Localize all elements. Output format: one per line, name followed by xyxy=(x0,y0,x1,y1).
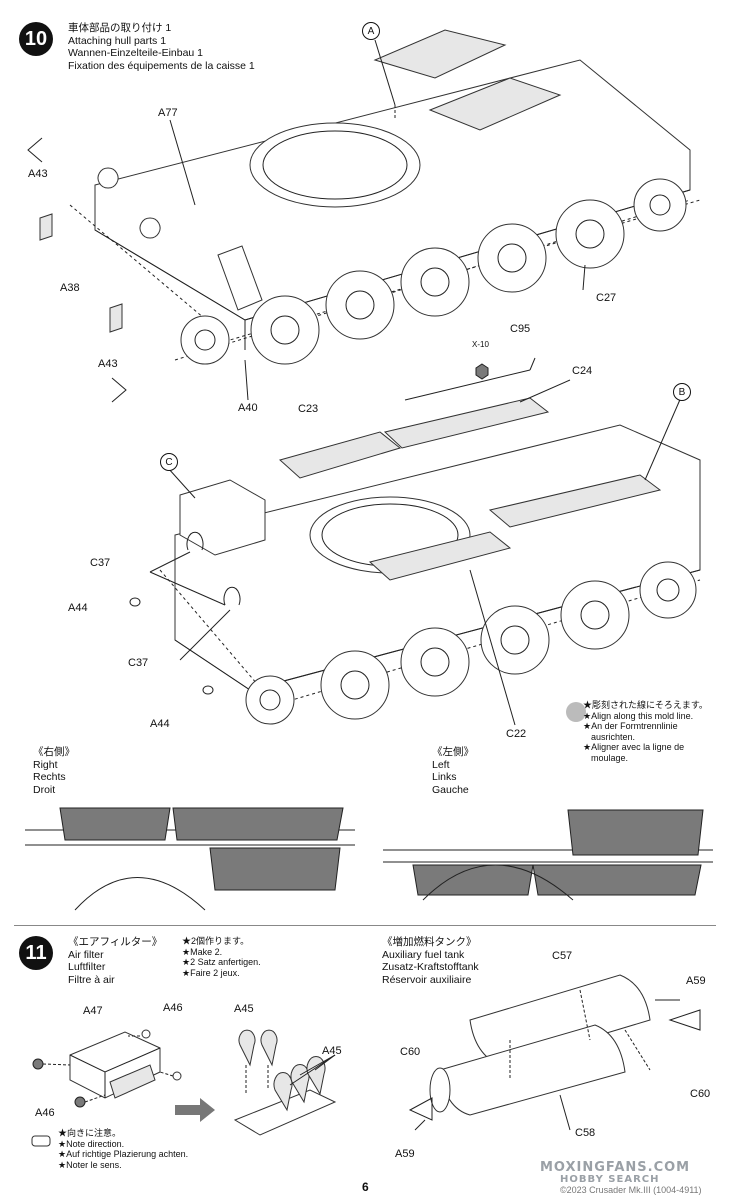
lower-hull-diagram xyxy=(129,357,701,726)
fuel-tank-title: 《増加燃料タンク》 Auxiliary fuel tank Zusatz-Kra… xyxy=(382,936,479,986)
step-11-number: 11 xyxy=(25,941,47,964)
label-a45-right: A45 xyxy=(322,1045,342,1057)
road-wheels-lower xyxy=(245,561,697,725)
air-filter-title: 《エアフィルター》 Air filter Luftfilter Filtre à… xyxy=(68,936,163,986)
label-a44-top: A44 xyxy=(68,602,88,614)
fuel-tank-diagram xyxy=(408,974,701,1131)
watermark-hobbysearch: HOBBY SEARCH xyxy=(560,1174,660,1185)
label-a59-top: A59 xyxy=(686,975,706,987)
page-number: 6 xyxy=(362,1180,369,1194)
callout-c: C xyxy=(160,453,178,471)
stowage-box-c22 xyxy=(368,531,512,581)
label-c37-bottom: C37 xyxy=(128,657,149,669)
label-c27: C27 xyxy=(596,292,617,304)
step-10-title-fr: Fixation des équipements de la caisse 1 xyxy=(68,59,255,72)
right-side-label: 《右側》 Right Rechts Droit xyxy=(33,746,75,796)
step-10-title-jp: 車体部品の取り付け 1 xyxy=(68,22,172,34)
right-side-detail xyxy=(25,807,355,911)
step-10-number: 10 xyxy=(24,27,48,50)
direction-note: ★向きに注意。 ★Note direction. ★Auf richtige P… xyxy=(58,1128,189,1170)
label-c22: C22 xyxy=(506,728,527,740)
road-wheels-upper xyxy=(180,178,687,365)
stowage-box-left-3 xyxy=(532,864,702,896)
label-c23: C23 xyxy=(298,403,319,415)
copyright-note: ©2023 Crusader Mk.III (1004-4911) xyxy=(560,1185,702,1195)
label-a45-top: A45 xyxy=(234,1003,254,1015)
label-c57: C57 xyxy=(552,950,573,962)
label-c24: C24 xyxy=(572,365,593,377)
label-c95: C95 xyxy=(510,323,531,335)
label-x10: X-10 xyxy=(472,340,489,349)
step-10-badge: 10 xyxy=(19,22,53,56)
stowage-box-left-2 xyxy=(412,864,534,896)
make-2-note: ★2個作ります。 ★Make 2. ★2 Satz anfertigen. ★F… xyxy=(182,936,261,978)
step-divider xyxy=(14,925,716,926)
label-a43-top: A43 xyxy=(28,168,48,180)
mold-line-note: ★彫刻された線にそろえます。 ★Align along this mold li… xyxy=(583,700,708,763)
stowage-box-c23 xyxy=(278,431,402,479)
stowage-box-right-3 xyxy=(209,847,341,891)
label-c60-left: C60 xyxy=(400,1046,421,1058)
label-a46-top: A46 xyxy=(163,1002,183,1014)
step-11-badge: 11 xyxy=(19,936,53,970)
watermark-moxingfans: MOXINGFANS.COM xyxy=(540,1160,691,1175)
callout-a: A xyxy=(362,22,380,40)
stowage-box-right-2 xyxy=(172,807,344,841)
tank-upper-half-c57 xyxy=(469,974,651,1066)
label-c58: C58 xyxy=(575,1127,596,1139)
label-c37-top: C37 xyxy=(90,557,111,569)
stowage-box-left-1 xyxy=(567,809,704,856)
label-a40: A40 xyxy=(238,402,258,414)
label-a43-bottom: A43 xyxy=(98,358,118,370)
step-10-title: 車体部品の取り付け 1 Attaching hull parts 1 Wanne… xyxy=(68,22,255,72)
upper-hull-diagram xyxy=(27,29,701,403)
stowage-box-right-1 xyxy=(59,807,171,841)
label-c60-right: C60 xyxy=(690,1088,711,1100)
label-a44-bottom: A44 xyxy=(150,718,170,730)
air-filter-diagram xyxy=(31,1029,337,1147)
left-side-detail xyxy=(383,809,713,901)
callout-b: B xyxy=(673,383,691,401)
left-side-label: 《左側》 Left Links Gauche xyxy=(432,746,474,796)
stowage-box-b xyxy=(488,474,662,528)
label-a47: A47 xyxy=(83,1005,103,1017)
stowage-box-c24 xyxy=(383,397,550,449)
label-a77: A77 xyxy=(158,107,178,119)
label-a46-bottom: A46 xyxy=(35,1107,55,1119)
step-10-title-de: Wannen-Einzelteile-Einbau 1 xyxy=(68,47,204,59)
step-10-title-en: Attaching hull parts 1 xyxy=(68,34,167,47)
label-a59-bottom: A59 xyxy=(395,1148,415,1160)
label-a38: A38 xyxy=(60,282,80,294)
